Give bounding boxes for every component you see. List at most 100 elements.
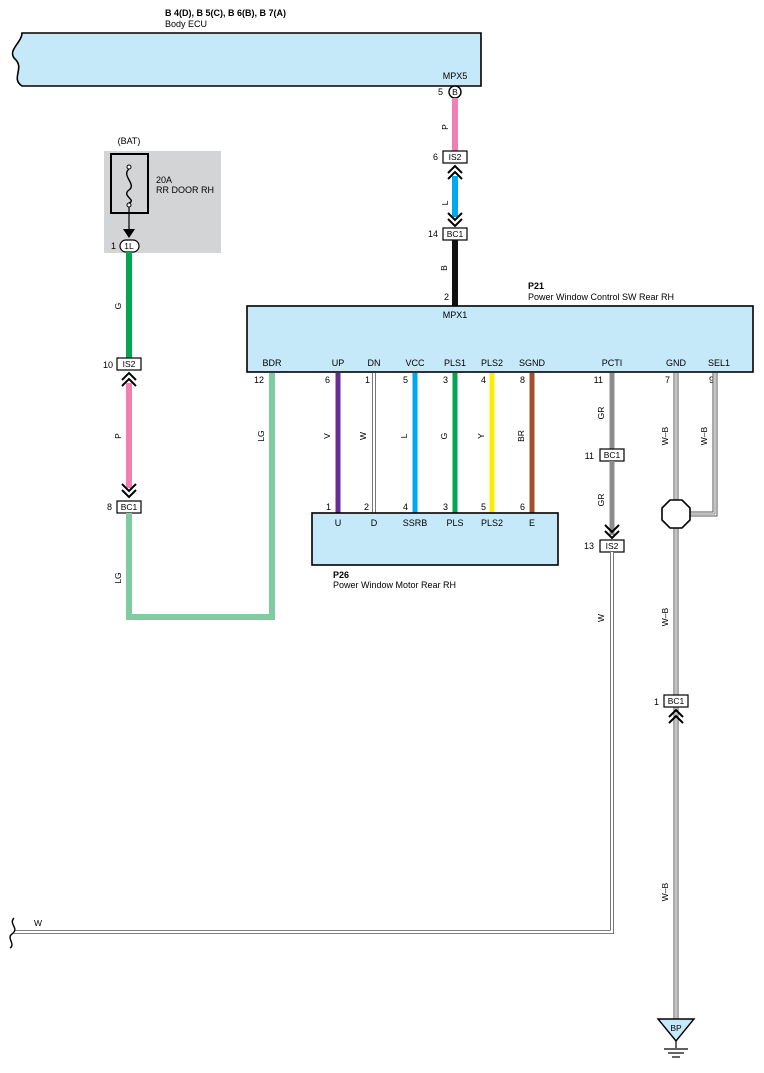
wire-label-dn: W — [358, 432, 368, 440]
gnd-bc1-chevron — [668, 708, 684, 724]
switch-terminal-pls2: PLS2 — [481, 358, 503, 368]
pcti-bc1-pin: 11 — [585, 451, 594, 461]
pcti-bc1-label: BC1 — [604, 450, 621, 460]
motor-pin-pls: 3 — [443, 502, 448, 512]
ground-label: BP — [670, 1023, 682, 1033]
fuse-terminal-bottom — [126, 202, 132, 208]
fuse-rating: 20A — [156, 175, 172, 185]
wire-label-sel1: W–B — [699, 426, 709, 445]
wire-label-pcti-lower: W — [596, 614, 606, 622]
motor-terminal-d: D — [371, 518, 378, 528]
left-is2-pin: 10 — [103, 360, 113, 370]
switch-pin-sel1: 9 — [709, 375, 714, 385]
fuse-junction-label: 1L — [124, 241, 134, 251]
wire-label-left-lower: LG — [113, 572, 123, 583]
fuse-junction-pin: 1 — [111, 241, 116, 251]
wire-label-bdr: LG — [256, 430, 266, 441]
left-bc1-label: BC1 — [121, 502, 138, 512]
motor-terminal-e: E — [529, 518, 535, 528]
switch-terminal-bdr: BDR — [262, 358, 282, 368]
body-ecu-pin: 5 — [438, 87, 443, 97]
motor-terminal-pls2: PLS2 — [481, 518, 503, 528]
motor-terminal-u: U — [335, 518, 342, 528]
fuse-arrow-icon — [123, 229, 135, 238]
wire-w-pcti — [14, 552, 614, 934]
switch-pin-vcc: 5 — [403, 375, 408, 385]
body-ecu: B 4(D), B 5(C), B 6(B), B 7(A) Body ECU … — [11, 8, 482, 99]
wire-label-gnd-middle: W–B — [660, 607, 670, 626]
fuse-block: (BAT) 20A RR DOOR RH 1 1L — [104, 136, 221, 253]
motor-pin-e: 6 — [520, 502, 525, 512]
mpx-bc1-chevron — [447, 212, 463, 228]
pcti-wire: GR 11 BC1 GR 13 IS2 W W — [9, 373, 625, 949]
motor-terminal-ssrb: SSRB — [403, 518, 428, 528]
switch-terminal-sgnd: SGND — [519, 358, 546, 368]
motor-box — [311, 512, 559, 566]
ground-wires: W–B W–B W–B W–B 1 BC1 BP — [654, 373, 718, 1058]
mpx-is2-label: IS2 — [449, 152, 462, 162]
motor-pin-u: 1 — [326, 502, 331, 512]
motor-pin-ssrb: 4 — [403, 502, 408, 512]
wire-label-mpx-middle: L — [440, 200, 450, 205]
ground-point-icon — [656, 1018, 696, 1043]
pcti-is2-pin: 13 — [584, 541, 594, 551]
switch-terminal-gnd: GND — [666, 358, 687, 368]
mpx-bc1-pin: 14 — [428, 229, 438, 239]
gnd-bc1-pin: 1 — [654, 697, 659, 707]
body-ecu-box — [11, 32, 482, 87]
motor-terminal-pls: PLS — [446, 518, 463, 528]
wire-label-gnd-upper: W–B — [660, 426, 670, 445]
switch-pin-gnd: 7 — [665, 375, 670, 385]
body-ecu-connectors: B 4(D), B 5(C), B 6(B), B 7(A) — [165, 8, 286, 18]
switch-p21: P21 Power Window Control SW Rear RH 2 MP… — [246, 281, 754, 385]
pcti-is2-chevron — [604, 524, 620, 540]
wire-label-pls1: G — [439, 433, 449, 440]
wire-label-sgnd: BR — [516, 430, 526, 442]
motor-wires: V W L G Y BR — [322, 373, 535, 513]
switch-terminal-pcti: PCTI — [602, 358, 623, 368]
gnd-bc1-connector — [663, 694, 689, 708]
switch-terminal-sel1: SEL1 — [708, 358, 730, 368]
switch-pin-bdr: 12 — [254, 375, 264, 385]
left-is2-chevron — [121, 371, 137, 387]
wire-label-vcc: L — [399, 433, 409, 438]
motor-code: P26 — [333, 570, 349, 580]
fuse-icon — [126, 168, 132, 204]
fuse-source: (BAT) — [118, 136, 141, 146]
switch-mpx-pin: 2 — [444, 292, 449, 302]
mpx-wire: P 6 IS2 L 14 BC1 B — [428, 98, 468, 306]
wire-label-left-middle: P — [113, 433, 123, 439]
motor-pin-d: 2 — [364, 502, 369, 512]
switch-pin-up: 6 — [325, 375, 330, 385]
fuse-name: RR DOOR RH — [156, 185, 214, 195]
body-ecu-name: Body ECU — [165, 19, 207, 29]
left-wire: G 10 IS2 P 8 BC1 LG LG — [103, 252, 275, 620]
switch-code: P21 — [528, 281, 544, 291]
wire-label-pcti-upper: GR — [596, 407, 606, 420]
switch-name: Power Window Control SW Rear RH — [528, 292, 674, 302]
mpx-is2-chevron — [447, 164, 463, 180]
switch-pin-sgnd: 8 — [520, 375, 525, 385]
left-bc1-chevron — [121, 483, 137, 499]
wire-label-pls2: Y — [476, 433, 486, 439]
wire-label-pcti-middle: GR — [596, 494, 606, 507]
wire-lg-left-loop — [126, 373, 275, 620]
mpx-is2-pin: 6 — [433, 152, 438, 162]
wire-label-gnd-lower: W–B — [660, 882, 670, 901]
switch-pin-pls2: 4 — [481, 375, 486, 385]
wire-break-icon — [9, 917, 16, 949]
wire-label-bottom: W — [34, 918, 42, 928]
left-bc1-pin: 8 — [107, 502, 112, 512]
fuse-panel — [104, 151, 221, 253]
switch-mpx-label: MPX1 — [443, 310, 468, 320]
wire-w-pcti-outline — [14, 552, 614, 934]
motor-pin-pls2: 5 — [481, 502, 486, 512]
switch-terminal-pls1: PLS1 — [444, 358, 466, 368]
left-is2-label: IS2 — [123, 359, 136, 369]
mpx-is2-connector — [442, 150, 468, 164]
body-ecu-terminal: MPX5 — [443, 71, 468, 81]
switch-pin-dn: 1 — [365, 375, 370, 385]
